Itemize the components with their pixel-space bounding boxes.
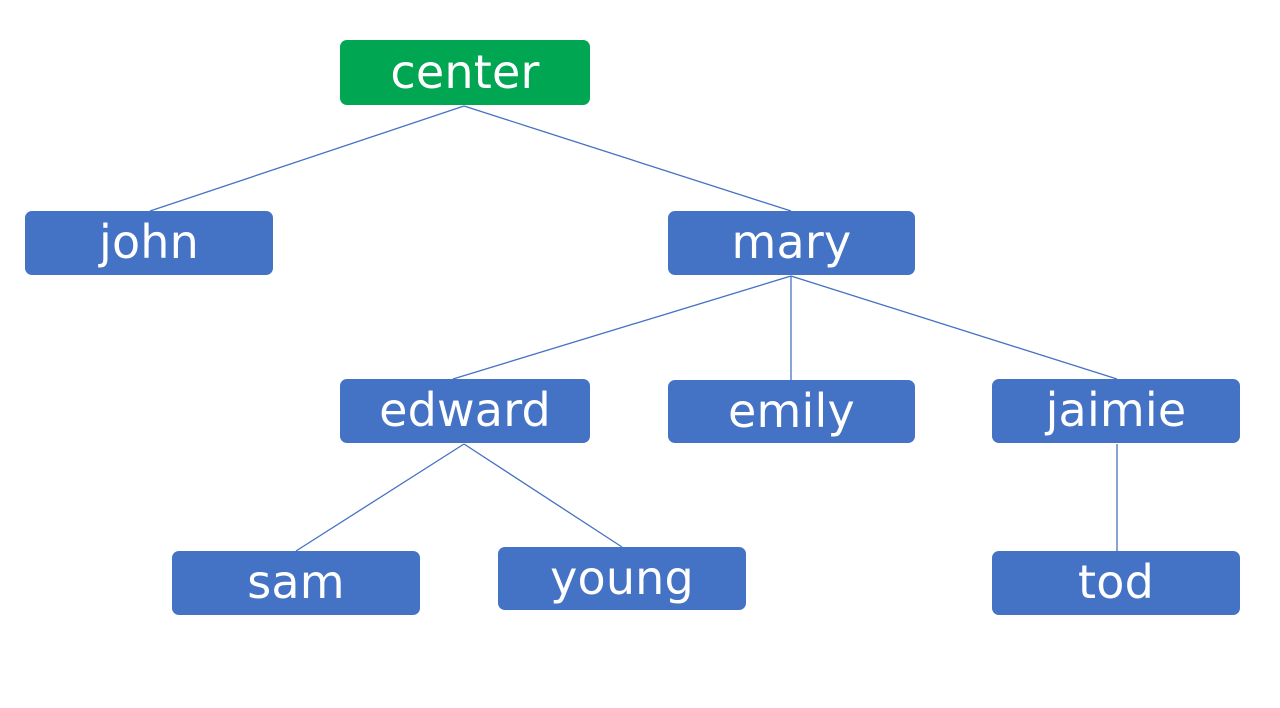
node-mary[interactable]: mary (668, 211, 915, 275)
node-label-young: young (550, 550, 694, 605)
node-label-edward: edward (379, 383, 551, 437)
edge-center-to-john (149, 105, 465, 212)
node-jaimie[interactable]: jaimie (992, 379, 1240, 443)
node-label-mary: mary (731, 215, 852, 269)
edge-mary-to-edward (452, 275, 792, 380)
node-emily[interactable]: emily (668, 380, 915, 443)
node-label-john: john (98, 215, 200, 269)
node-label-center: center (390, 44, 540, 99)
node-label-sam: sam (247, 555, 345, 609)
edge-mary-to-jaimie (790, 275, 1118, 380)
edge-edward-to-sam (295, 443, 465, 552)
node-john[interactable]: john (25, 211, 273, 275)
node-young[interactable]: young (498, 547, 746, 610)
edge-center-to-mary (463, 105, 792, 212)
node-edward[interactable]: edward (340, 379, 590, 443)
node-label-jaimie: jaimie (1045, 383, 1187, 437)
node-center[interactable]: center (340, 40, 590, 105)
node-sam[interactable]: sam (172, 551, 420, 615)
node-label-emily: emily (728, 383, 855, 438)
node-label-tod: tod (1078, 555, 1154, 609)
node-tod[interactable]: tod (992, 551, 1240, 615)
edge-edward-to-young (463, 443, 623, 548)
